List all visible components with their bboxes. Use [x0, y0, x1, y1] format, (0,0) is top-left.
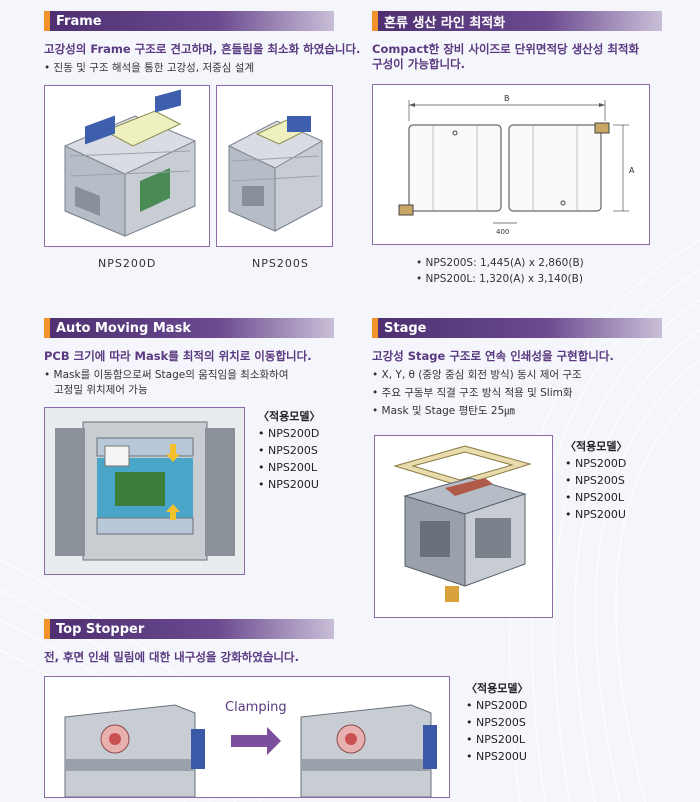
- stage-heading: 고강성 Stage 구조로 연속 인쇄성을 구현합니다.: [372, 349, 614, 363]
- line-heading-2: 구성이 가능합니다.: [372, 57, 466, 71]
- stage-title: Stage: [384, 320, 427, 336]
- nps200s-image: [216, 85, 333, 247]
- line-layout-diagram: B A 400: [372, 84, 650, 245]
- header-tab-marker: [44, 619, 50, 639]
- stage-bullet-1: • X, Y, θ (중앙 중심 회전 방식) 동시 제어 구조: [372, 369, 582, 381]
- stage-models: 〈적용모델〉 • NPS200D • NPS200S • NPS200L • N…: [565, 438, 627, 523]
- dim-a-label: A: [629, 166, 635, 175]
- auto-mask-section-header: Auto Moving Mask: [44, 318, 334, 338]
- model-item: • NPS200U: [565, 508, 626, 521]
- top-stopper-illustration: Clamping: [64, 700, 437, 797]
- stage-section-header: Stage: [372, 318, 662, 338]
- line-layout-drawing: B A 400: [398, 94, 635, 236]
- header-tab-marker: [44, 11, 50, 31]
- line-section-header: 혼류 생산 라인 최적화: [372, 11, 662, 31]
- caption-nps200s: NPS200S: [252, 257, 309, 270]
- spec-nps200l: • NPS200L: 1,320(A) x 3,140(B): [416, 273, 583, 285]
- top-stopper-image: Clamping: [44, 676, 450, 798]
- auto-mask-image: [44, 407, 245, 575]
- nps200d-image: [44, 85, 210, 247]
- stage-illustration: [393, 445, 532, 602]
- auto-mask-heading: PCB 크기에 따라 Mask를 최적의 위치로 이동합니다.: [44, 349, 312, 363]
- frame-bullet: • 진동 및 구조 해석을 통한 고강성, 저중심 설계: [44, 62, 255, 74]
- model-item: • NPS200S: [258, 444, 318, 457]
- model-item: • NPS200L: [258, 461, 317, 474]
- top-stopper-models: 〈적용모델〉 • NPS200D • NPS200S • NPS200L • N…: [466, 680, 528, 765]
- caption-nps200d: NPS200D: [98, 257, 157, 270]
- model-item: • NPS200U: [258, 478, 319, 491]
- clamping-label: Clamping: [225, 700, 287, 715]
- model-item: • NPS200U: [466, 750, 527, 763]
- models-title: 〈적용모델〉: [466, 682, 529, 695]
- header-tab-marker: [44, 318, 50, 338]
- auto-mask-title: Auto Moving Mask: [56, 320, 191, 336]
- nps200s-machine-illustration: [228, 116, 323, 232]
- model-item: • NPS200D: [466, 699, 528, 712]
- header-tab-marker: [372, 11, 378, 31]
- auto-mask-illustration: [45, 408, 244, 574]
- models-title: 〈적용모델〉: [565, 440, 628, 453]
- model-item: • NPS200S: [466, 716, 526, 729]
- model-item: • NPS200L: [466, 733, 525, 746]
- frame-title: Frame: [56, 13, 102, 29]
- top-stopper-title: Top Stopper: [56, 621, 145, 637]
- frame-section-header: Frame: [44, 11, 334, 31]
- models-title: 〈적용모델〉: [258, 410, 321, 423]
- stage-bullet-3: • Mask 및 Stage 평탄도 25㎛: [372, 405, 515, 417]
- stage-image: [374, 435, 553, 618]
- stage-bullet-2: • 주요 구동부 직결 구조 방식 적용 및 Slim화: [372, 387, 573, 399]
- model-item: • NPS200S: [565, 474, 625, 487]
- auto-mask-models: 〈적용모델〉 • NPS200D • NPS200S • NPS200L • N…: [258, 408, 320, 493]
- auto-mask-bullet-1: • Mask를 이동함으로써 Stage의 움직임을 최소화하여: [44, 369, 289, 381]
- dim-b-label: B: [504, 94, 510, 103]
- spec-nps200s: • NPS200S: 1,445(A) x 2,860(B): [416, 257, 584, 269]
- model-item: • NPS200D: [565, 457, 627, 470]
- dim-400-label: 400: [496, 228, 509, 236]
- line-title: 혼류 생산 라인 최적화: [384, 15, 506, 31]
- nps200d-machine-illustration: [64, 89, 196, 237]
- auto-mask-bullet-2: 고정밀 위치제어 가능: [44, 384, 148, 396]
- header-tab-marker: [372, 318, 378, 338]
- line-heading-1: Compact한 장비 사이즈로 단위면적당 생산성 최적화: [372, 42, 640, 56]
- model-item: • NPS200D: [258, 427, 320, 440]
- top-stopper-heading: 전, 후면 인쇄 밀림에 대한 내구성을 강화하였습니다.: [44, 650, 299, 664]
- frame-heading: 고강성의 Frame 구조로 견고하며, 흔들림을 최소화 하였습니다.: [44, 42, 361, 56]
- model-item: • NPS200L: [565, 491, 624, 504]
- top-stopper-section-header: Top Stopper: [44, 619, 334, 639]
